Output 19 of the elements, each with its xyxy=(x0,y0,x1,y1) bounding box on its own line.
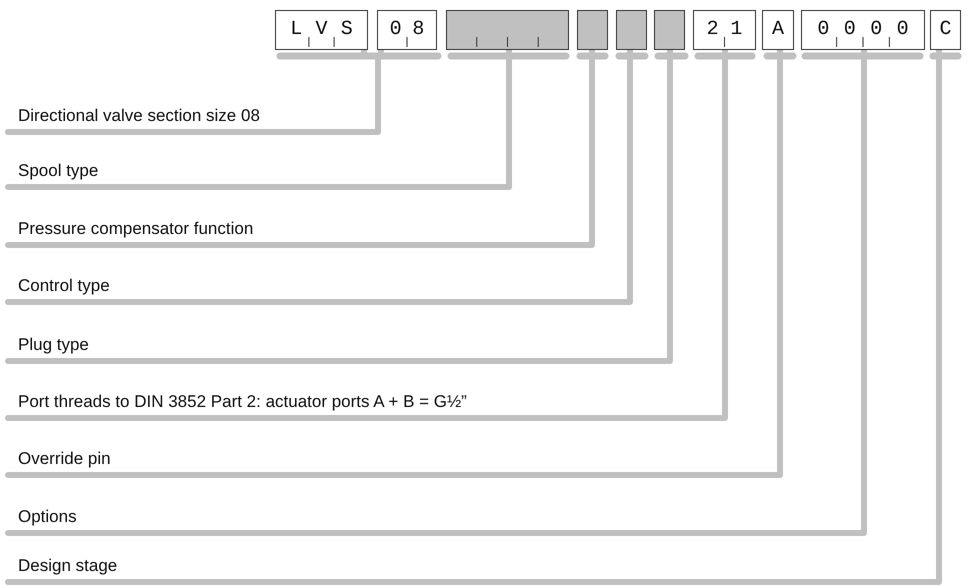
description-label: Spool type xyxy=(18,161,98,181)
description-label: Plug type xyxy=(18,335,89,355)
description-label: Options xyxy=(18,507,77,527)
description-label: Port threads to DIN 3852 Part 2: actuator ports A + B = G½” xyxy=(18,392,467,412)
code-box: 0000 xyxy=(801,10,925,50)
blank-code-box xyxy=(616,10,647,50)
description-label: Directional valve section size 08 xyxy=(18,106,260,126)
description-label: Pressure compensator function xyxy=(18,219,254,239)
blank-code-box xyxy=(446,10,569,50)
description-label: Control type xyxy=(18,276,110,296)
description-label: Design stage xyxy=(18,556,118,576)
code-box: C xyxy=(930,10,961,50)
blank-code-box xyxy=(654,10,685,50)
description-label: Override pin xyxy=(18,449,111,469)
blank-code-box xyxy=(577,10,608,50)
code-box: LVS xyxy=(275,10,368,50)
code-box: 08 xyxy=(377,10,437,50)
code-box: 21 xyxy=(693,10,756,50)
code-box: A xyxy=(762,10,794,50)
